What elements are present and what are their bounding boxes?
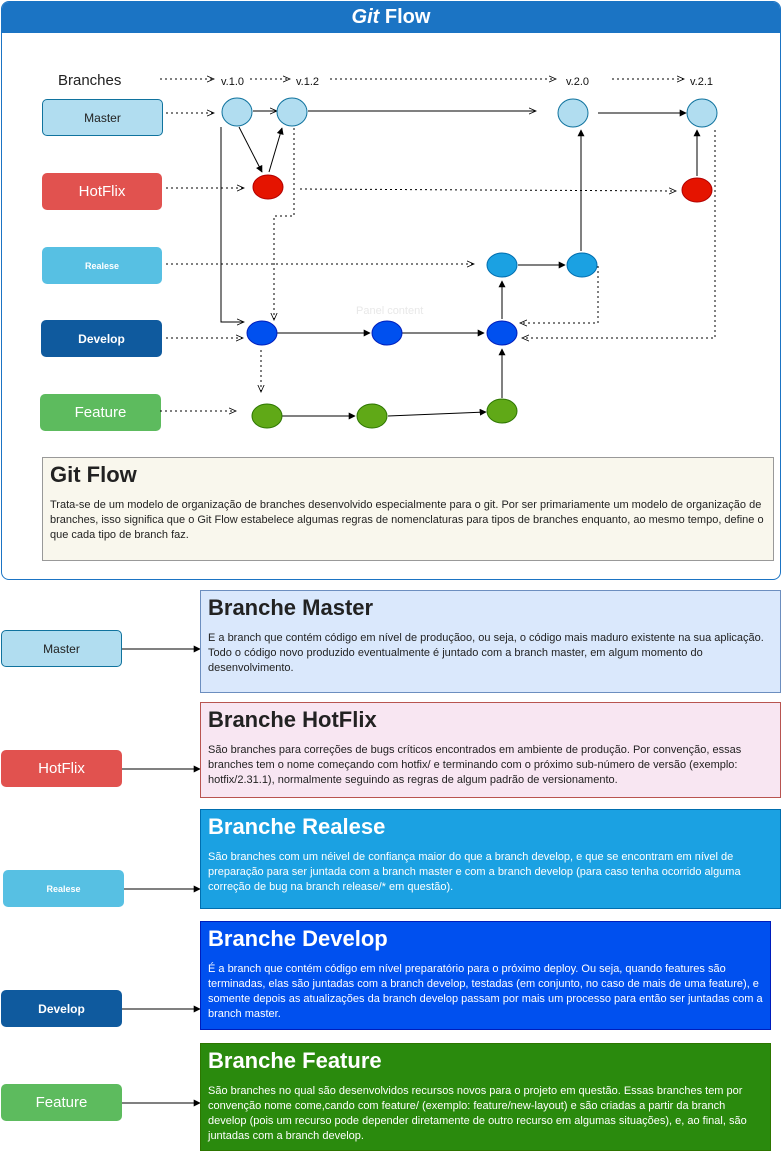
lane-develop[interactable]: Develop [41,320,162,357]
commit-release-1 [486,252,518,278]
card-develop: Branche Develop É a branch que contém có… [200,921,771,1030]
commit-feature-2 [356,403,388,429]
lane-master[interactable]: Master [42,99,163,136]
arrow-hotfix-to-develop [522,130,716,338]
version-label: v.1.0 [221,76,245,88]
commit-develop-3 [486,320,518,346]
commit-feature-3 [486,398,518,424]
detail-arrows [122,645,201,1107]
summary-card: Git Flow Trata-se de um modelo de organi… [42,457,774,561]
card-release: Branche Realese São branches com um néiv… [200,809,781,909]
detail-label-hotfix[interactable]: HotFlix [1,750,122,787]
card-text: São branches no qual são desenvolvidos r… [208,1085,747,1142]
arrow-hotfix-to-hotfix [299,189,676,191]
git-flow-panel: Git Flow Branches v.1.0 v.1.2 v.2.0 v.2.… [1,1,781,580]
card-text: É a branch que contém código em nível pr… [208,963,763,1020]
lane-release[interactable]: Realese [42,247,162,284]
commit-develop-2 [371,320,403,346]
panel-title: Git Flow [2,2,780,33]
detail-label-feature[interactable]: Feature [1,1084,122,1121]
version-label: v.1.2 [296,76,320,88]
title-git: Git [351,6,380,28]
card-text: São branches para correções de bugs crít… [208,744,742,786]
commit-release-2 [566,252,598,278]
card-text: São branches com um néivel de confiança … [208,851,741,893]
lane-feature[interactable]: Feature [40,394,161,431]
arrow-master-to-develop-solid [220,127,244,322]
arrow-master-to-hotfix [238,126,263,173]
flow-diagram [160,0,718,429]
card-hotfix: Branche HotFlix São branches para correç… [200,702,781,798]
commit-develop-1 [246,320,278,346]
title-flow: Flow [384,6,431,28]
summary-title: Git Flow [50,462,137,487]
commit-master-v21 [686,98,718,128]
detail-label-release[interactable]: Realese [3,870,124,907]
branches-label: Branches [58,72,122,89]
detail-label-master[interactable]: Master [1,630,122,667]
detail-label-develop[interactable]: Develop [1,990,122,1027]
commit-hotfix-2 [681,177,713,203]
arrow-release-to-develop [520,266,599,323]
commit-master-v12 [276,97,308,127]
version-label: v.2.1 [690,76,714,88]
card-feature: Branche Feature São branches no qual são… [200,1043,771,1151]
card-title: Branche Feature [208,1048,382,1073]
version-label: v.2.0 [566,76,590,88]
commit-master-v20 [557,98,589,128]
arrow-feature-2 [387,408,487,417]
ghost-text: Panel content [356,305,424,317]
card-title: Branche Master [208,595,374,620]
card-title: Branche HotFlix [208,707,377,732]
commit-feature-1 [251,403,283,429]
arrow-master-to-develop [274,128,295,320]
card-title: Branche Develop [208,926,388,951]
lane-hotfix[interactable]: HotFlix [42,173,162,210]
commit-hotfix-1 [252,174,284,200]
card-text: E a branch que contém código em nível de… [208,632,764,674]
card-title: Branche Realese [208,814,386,839]
card-master: Branche Master E a branch que contém cód… [200,590,781,693]
arrow-hotfix-to-master [268,127,284,173]
commit-master-v10 [221,97,253,127]
summary-text: Trata-se de um modelo de organização de … [50,499,764,541]
